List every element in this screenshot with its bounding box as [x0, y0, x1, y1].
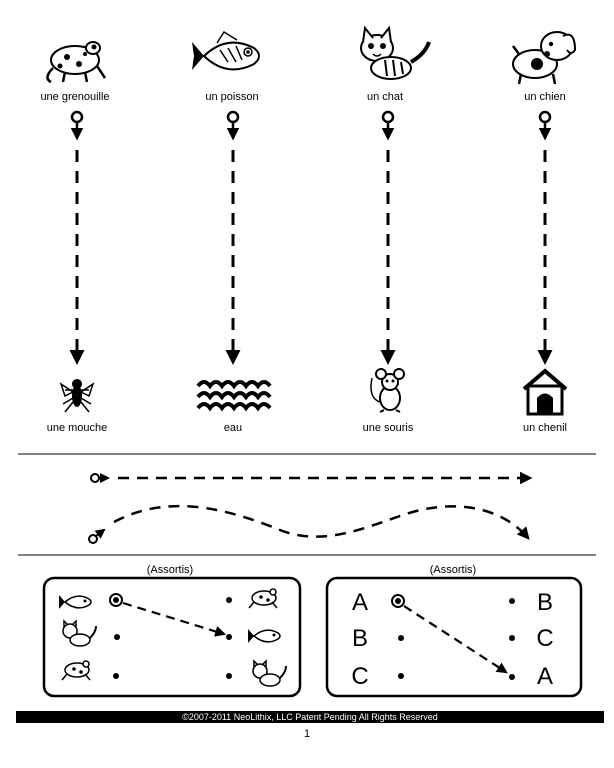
match-dot[interactable] — [509, 674, 515, 680]
letter-left-c: C — [351, 663, 368, 690]
match-dot[interactable] — [509, 598, 515, 604]
example-match-line — [403, 605, 508, 674]
box-left-frame — [42, 576, 302, 698]
match-dot[interactable] — [226, 597, 232, 603]
practice-line-straight — [90, 471, 533, 485]
letter-right-b: B — [537, 589, 553, 616]
page-number: 1 — [303, 728, 311, 740]
fish-icon — [248, 629, 281, 643]
top-label-cat: un chat — [367, 91, 403, 103]
footer-copyright: ©2007-2011 NeoLithix, LLC Patent Pending… — [16, 711, 604, 723]
bottom-label-water: eau — [224, 422, 242, 434]
letter-left-a: A — [352, 589, 368, 616]
practice-line-wavy — [88, 504, 530, 544]
frog-icon — [61, 660, 91, 681]
cat-icon — [360, 25, 431, 80]
fly-icon — [59, 379, 95, 413]
water-icon — [196, 380, 272, 412]
example-match-line — [122, 601, 227, 637]
box-right-frame — [325, 576, 583, 698]
trace-line-1 — [69, 110, 85, 365]
letter-left-b: B — [352, 625, 368, 652]
cat-icon — [62, 619, 97, 647]
match-dot[interactable] — [226, 634, 232, 640]
fish-icon — [59, 595, 92, 609]
match-dot[interactable] — [398, 635, 404, 641]
match-dot[interactable] — [226, 673, 232, 679]
doghouse-icon — [522, 368, 568, 416]
top-label-dog: un chien — [524, 91, 566, 103]
frog-icon — [248, 588, 278, 609]
letter-right-c: C — [536, 625, 553, 652]
trace-line-4 — [537, 110, 553, 365]
top-label-frog: une grenouille — [40, 91, 109, 103]
frog-icon — [46, 41, 107, 84]
trace-line-3 — [380, 110, 396, 365]
match-dot[interactable] — [113, 673, 119, 679]
match-dot[interactable] — [398, 673, 404, 679]
dog-icon — [512, 31, 577, 85]
box-right-title: (Assortis) — [430, 564, 476, 576]
top-label-fish: un poisson — [205, 91, 258, 103]
letter-right-a: A — [537, 663, 553, 690]
mouse-icon — [370, 368, 405, 413]
bottom-label-mouse: une souris — [363, 422, 414, 434]
match-dot[interactable] — [114, 634, 120, 640]
box-left-title: (Assortis) — [147, 564, 193, 576]
fish-icon — [192, 30, 260, 71]
cat-icon — [252, 659, 287, 687]
match-dot[interactable] — [509, 635, 515, 641]
bottom-label-doghouse: un chenil — [523, 422, 567, 434]
bottom-label-fly: une mouche — [47, 422, 108, 434]
trace-line-2 — [225, 110, 241, 365]
